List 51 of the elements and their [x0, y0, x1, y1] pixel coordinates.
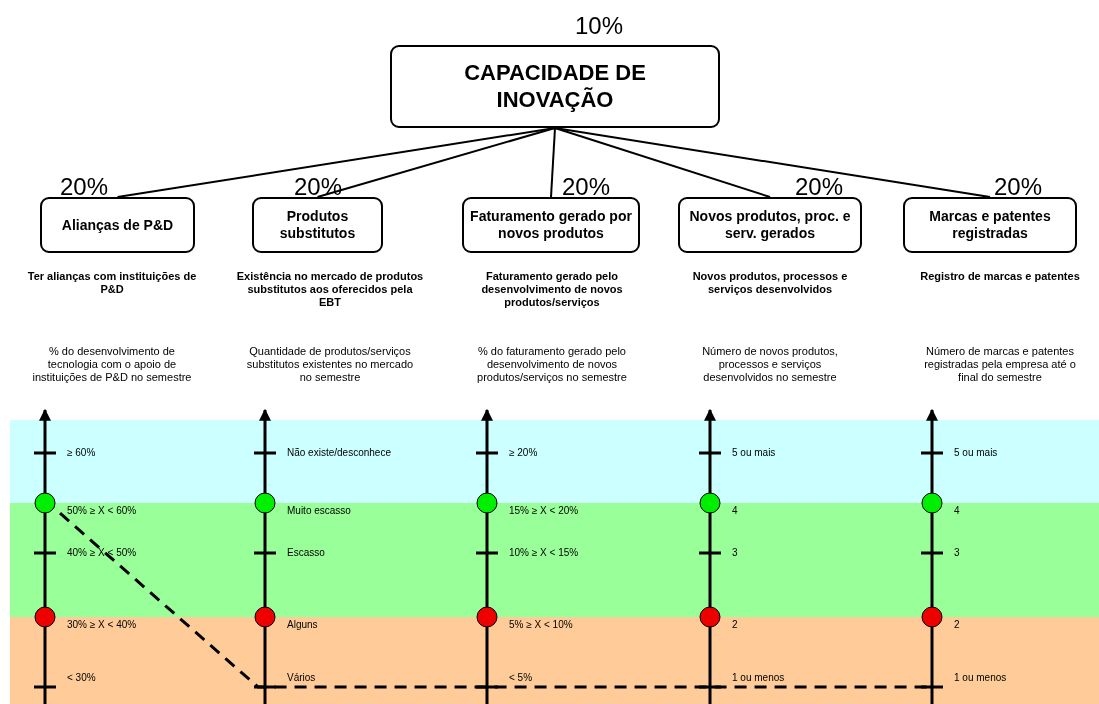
scale-level-label: < 5%	[509, 672, 533, 684]
scale-level-label: Muito escasso	[287, 505, 351, 517]
scale-level-label: 5% ≥ X < 10%	[509, 619, 573, 631]
indicator-text: % do faturamento gerado pelo desenvolvimento de novos produtos/serviços no semestre	[476, 345, 628, 384]
weight-percentage: 20%	[795, 175, 844, 199]
scale-level-label: 10% ≥ X < 15%	[509, 547, 579, 559]
indicator-text: Número de novos produtos, processos e serviços desenvolvidos no semestre	[701, 345, 839, 384]
scale-level-label: Não existe/desconhece	[287, 447, 391, 459]
category-box: Novos produtos, proc. e serv. gerados	[678, 197, 862, 253]
weight-percentage: 20%	[60, 175, 109, 199]
scale-level-label: 4	[954, 505, 960, 517]
scale-level-label: 4	[732, 505, 738, 517]
connector-line	[316, 127, 556, 198]
scale-level-label: ≥ 60%	[67, 447, 96, 459]
connector-line	[554, 127, 771, 198]
criterion-description: Faturamento gerado pelo desenvolvimento de novos produtos/serviços	[480, 270, 624, 309]
category-box: CAPACIDADE DE INOVAÇÃO	[390, 45, 720, 128]
indicator-text: Quantidade de produtos/serviços substitutos existentes no mercado no semestre	[245, 345, 415, 384]
scale-level-label: 30% ≥ X < 40%	[67, 619, 137, 631]
criterion-description: Existência no mercado de produtos substitutos aos oferecidos pela EBT	[235, 270, 425, 309]
criterion-description: Registro de marcas e patentes	[919, 270, 1081, 283]
scale-level-label: Alguns	[287, 619, 318, 631]
scale-level-label: 2	[954, 619, 960, 631]
scale-level-label: < 30%	[67, 672, 96, 684]
weight-percentage: 20%	[294, 175, 343, 199]
scale-level-label: 5 ou mais	[732, 447, 776, 459]
weight-percentage: 10%	[575, 14, 624, 38]
scale-level-label: 40% ≥ X < 50%	[67, 547, 137, 559]
category-box: Faturamento gerado por novos produtos	[462, 197, 640, 253]
scale-level-label: 50% ≥ X < 60%	[67, 505, 137, 517]
criterion-description: Ter alianças com instituições de P&D	[26, 270, 198, 296]
category-box: Produtos substitutos	[252, 197, 383, 253]
indicator-text: % do desenvolvimento de tecnologia com o apoio de instituições de P&D no semestre	[31, 345, 193, 384]
scale-level-label: 5 ou mais	[954, 447, 998, 459]
scale-level-label: Vários	[287, 672, 316, 684]
connector-line	[550, 127, 556, 198]
weight-percentage: 20%	[994, 175, 1043, 199]
scale-level-label: 3	[954, 547, 960, 559]
scale-level-label: ≥ 20%	[509, 447, 538, 459]
scale-level-label: 15% ≥ X < 20%	[509, 505, 579, 517]
scale-level-label: 3	[732, 547, 738, 559]
category-box: Alianças de P&D	[40, 197, 195, 253]
scale-level-label: 1 ou menos	[732, 672, 785, 684]
weight-percentage: 20%	[562, 175, 611, 199]
criterion-description: Novos produtos, processos e serviços desenvolvidos	[691, 270, 849, 296]
indicator-text: Número de marcas e patentes registradas pela empresa até o final do semestre	[923, 345, 1077, 384]
connector-line	[554, 127, 991, 198]
scale-level-label: 2	[732, 619, 738, 631]
category-box: Marcas e patentes registradas	[903, 197, 1077, 253]
scale-level-label: Escasso	[287, 547, 325, 559]
scale-level-label: 1 ou menos	[954, 672, 1007, 684]
